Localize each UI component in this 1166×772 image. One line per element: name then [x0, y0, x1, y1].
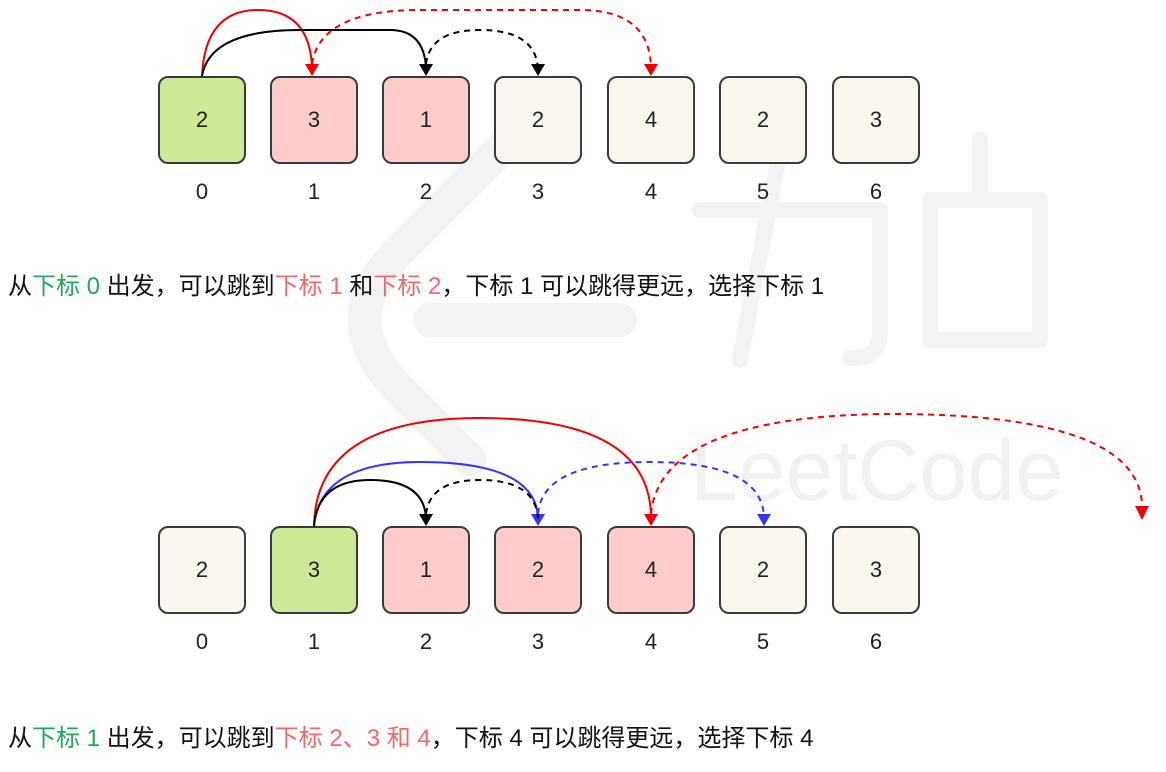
arrow-1-to-4: [313, 416, 652, 527]
step2-caption: 从下标 1 出发，可以跳到下标 2、3 和 4，下标 4 可以跳得更远，选择下标…: [8, 718, 813, 753]
array-cell-6: 3: [832, 76, 920, 164]
arrow-1-to-3: [313, 460, 539, 527]
caption-segment: 出发，可以跳到: [100, 273, 275, 300]
array-index-1: 1: [307, 629, 321, 654]
step1-caption: 从下标 0 出发，可以跳到下标 1 和下标 2，下标 1 可以跳得更远，选择下标…: [8, 266, 824, 301]
caption-segment: 和: [342, 273, 374, 300]
leetcode-logo-icon: [348, 73, 637, 477]
caption-segment: 出发，可以跳到: [100, 725, 275, 752]
caption-segment: ，下标 4 可以跳得更远，选择下标 4: [430, 725, 814, 752]
array-cell-4: 4: [607, 526, 695, 614]
caption-segment: ，下标 1 可以跳得更远，选择下标 1: [441, 273, 825, 300]
arrow-4-beyond-dashed: [650, 412, 1143, 515]
array-index-4: 4: [644, 179, 658, 204]
array-cell-2: 1: [382, 76, 470, 164]
arrow-3-to-5-dashed: [537, 460, 765, 519]
watermark-glyph-kou: [922, 132, 1048, 348]
array-index-1: 1: [307, 179, 321, 204]
array-index-0: 0: [195, 629, 209, 654]
arrowhead-black: [419, 64, 433, 76]
array-cell-3: 2: [494, 526, 582, 614]
arrow-1-to-4-dashed: [311, 9, 652, 69]
array-cell-5: 2: [719, 526, 807, 614]
arrow-0-to-2: [201, 29, 427, 77]
caption-segment: 下标 2、3 和 4: [274, 725, 431, 752]
array-index-2: 2: [419, 179, 433, 204]
array-cell-2: 1: [382, 526, 470, 614]
arrowhead-red: [305, 64, 319, 76]
arrow-1-to-2: [313, 478, 427, 527]
array-index-3: 3: [531, 179, 545, 204]
watermark-text: LeetCode: [690, 423, 1063, 519]
array-index-6: 6: [869, 629, 883, 654]
arrowhead-black: [419, 514, 433, 526]
array-index-3: 3: [531, 629, 545, 654]
caption-segment: 下标 1: [274, 273, 343, 300]
caption-segment: 从: [8, 725, 32, 752]
arrowhead-red: [644, 514, 658, 526]
arrowhead-red-dashed: [644, 64, 658, 76]
arrowhead-blue: [531, 514, 545, 526]
array-cell-1: 3: [270, 76, 358, 164]
arrow-2-to-3-dashed: [425, 28, 539, 69]
arrowhead-blue-dashed: [757, 514, 771, 526]
array-cell-6: 3: [832, 526, 920, 614]
array-cell-4: 4: [607, 76, 695, 164]
caption-segment: 下标 2: [373, 273, 442, 300]
array-index-5: 5: [756, 629, 770, 654]
caption-segment: 下标 0: [32, 273, 101, 300]
array-cell-5: 2: [719, 76, 807, 164]
array-index-0: 0: [195, 179, 209, 204]
arrowhead-black-dashed: [531, 64, 545, 76]
watermark-glyph-li: [692, 142, 888, 368]
array-index-2: 2: [419, 629, 433, 654]
array-index-5: 5: [756, 179, 770, 204]
arrow-2-to-3-dashed: [425, 478, 539, 519]
array-cell-0: 2: [158, 526, 246, 614]
array-cell-1: 3: [270, 526, 358, 614]
arrow-0-to-1: [201, 8, 313, 77]
array-index-6: 6: [869, 179, 883, 204]
arrowhead-red-dashed: [1135, 506, 1149, 520]
array-index-4: 4: [644, 629, 658, 654]
caption-segment: 从: [8, 273, 32, 300]
caption-segment: 下标 1: [32, 725, 101, 752]
array-cell-0: 2: [158, 76, 246, 164]
array-cell-3: 2: [494, 76, 582, 164]
